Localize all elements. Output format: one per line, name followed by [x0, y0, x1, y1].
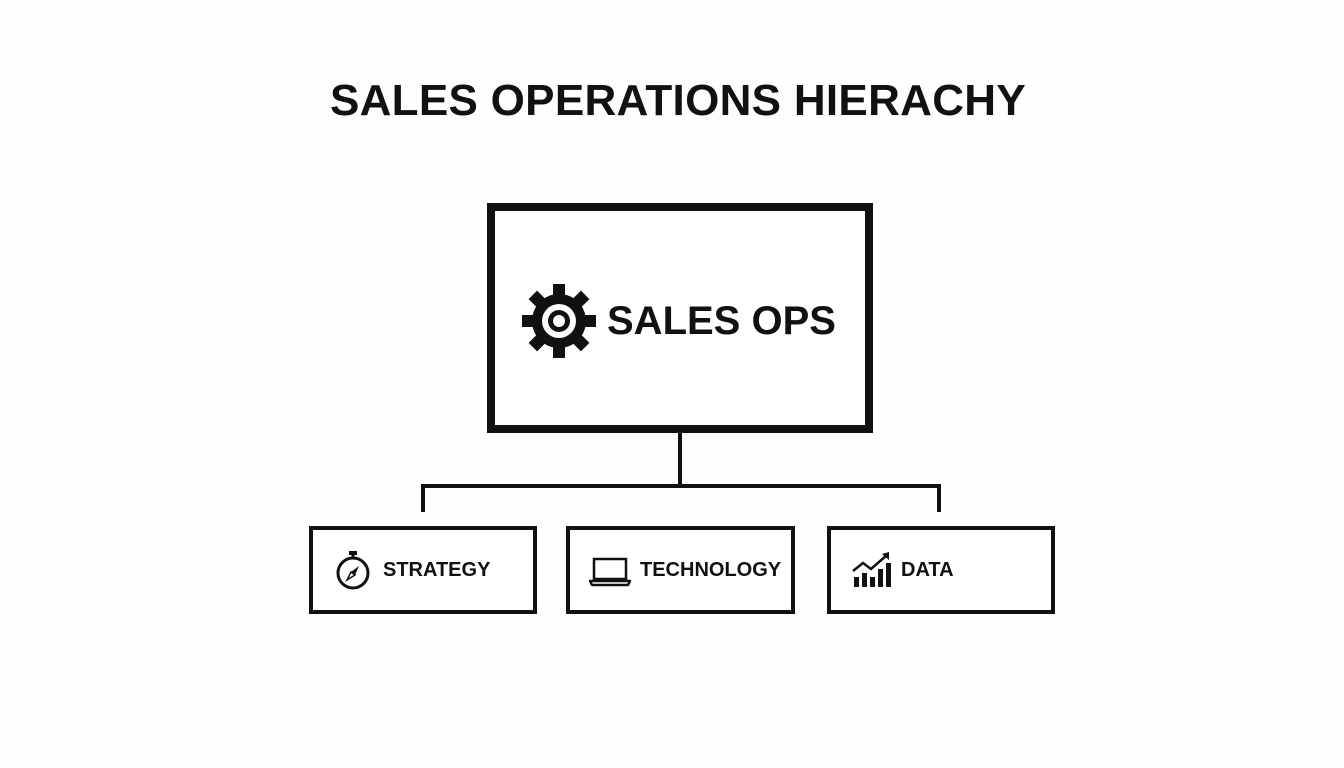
- compass-stopwatch-icon: [336, 551, 370, 590]
- child-node-strategy: STRATEGY: [309, 526, 537, 614]
- child-node-label: DATA: [901, 559, 954, 581]
- root-node-label: SALES OPS: [607, 299, 836, 343]
- gear-icon: [522, 284, 596, 358]
- root-node: SALES OPS: [487, 203, 873, 433]
- child-node-label: STRATEGY: [383, 559, 491, 581]
- diagram-title: SALES OPERATIONS HIERACHY: [329, 76, 1027, 125]
- child-node-label: TECHNOLOGY: [640, 559, 782, 581]
- bar-chart-trend-icon: [852, 552, 891, 587]
- child-node-technology: TECHNOLOGY: [566, 526, 795, 614]
- child-node-data: DATA: [827, 526, 1055, 614]
- laptop-icon: [588, 557, 632, 587]
